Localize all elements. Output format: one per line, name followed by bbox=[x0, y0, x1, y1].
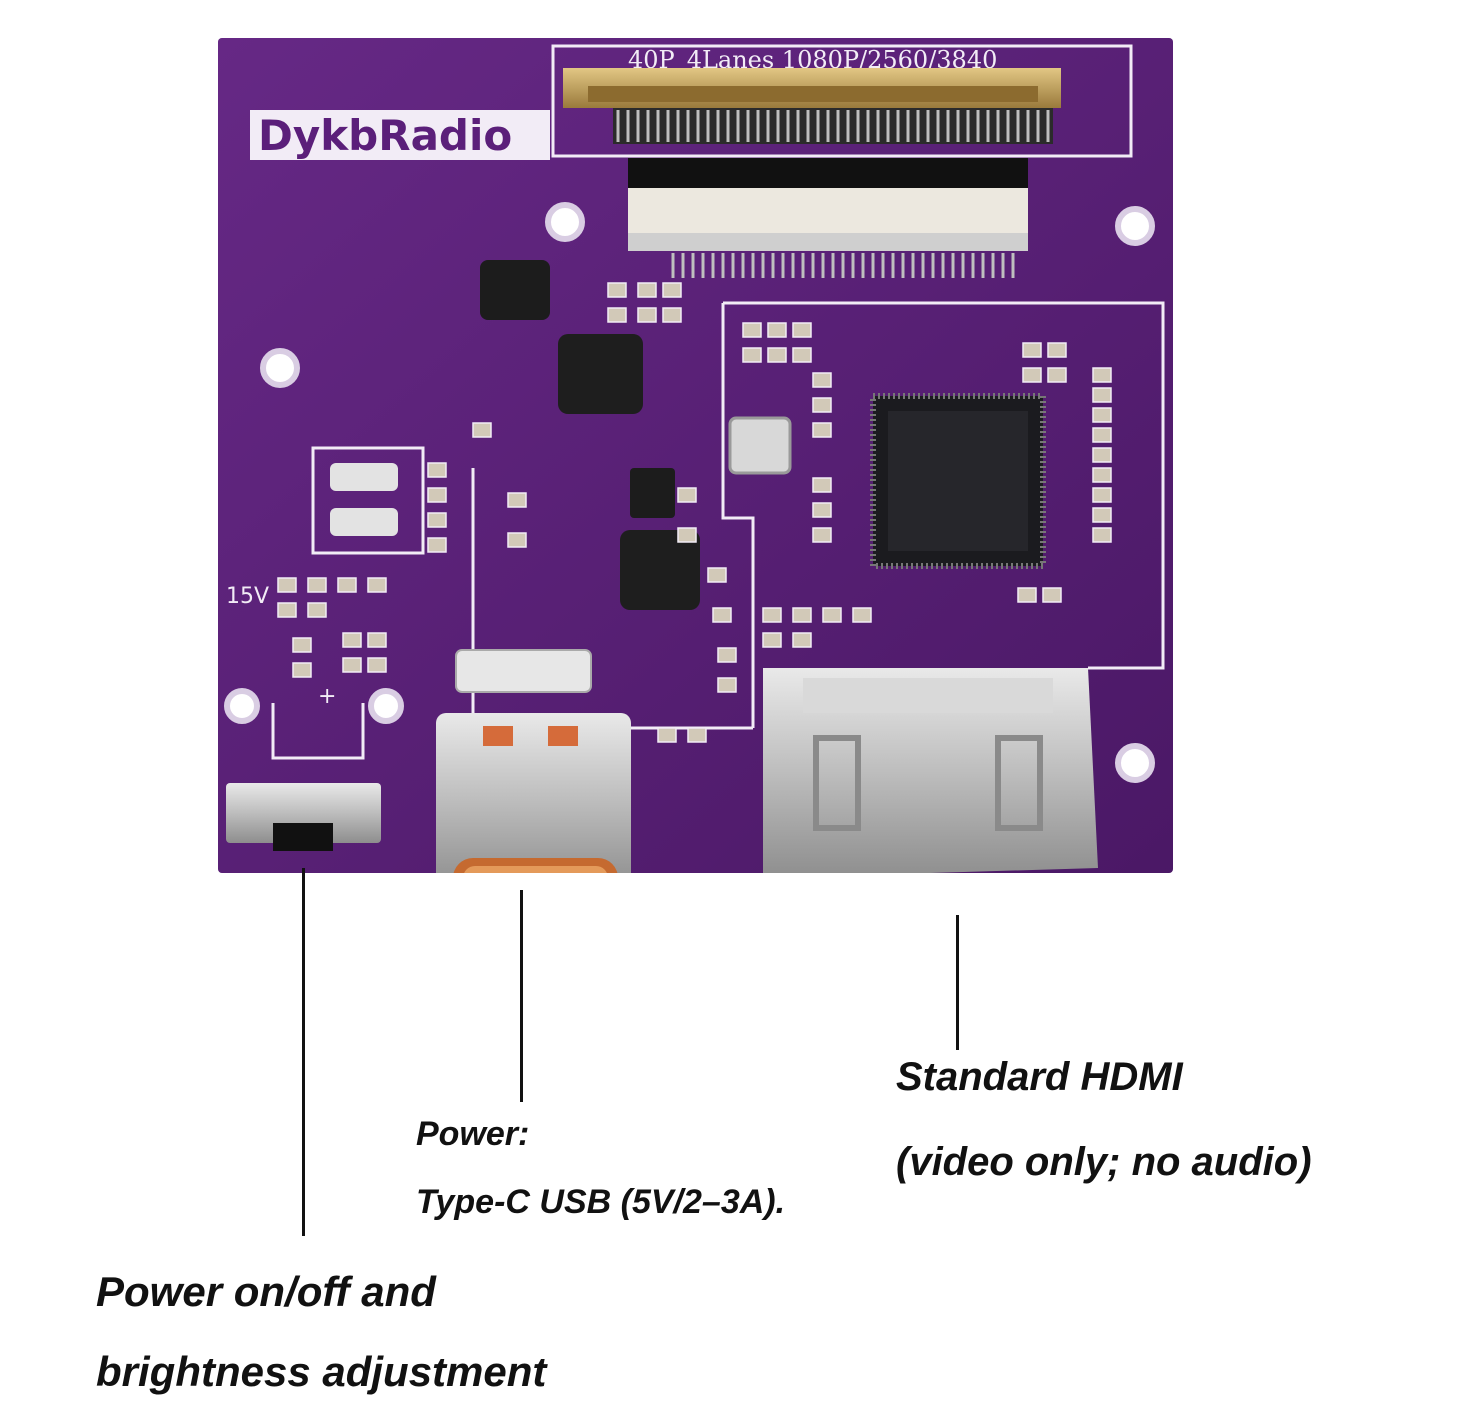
smd-component bbox=[472, 422, 492, 438]
smd-component bbox=[427, 537, 447, 553]
smd-component bbox=[1047, 342, 1067, 358]
smd-component bbox=[427, 462, 447, 478]
smd-component bbox=[762, 607, 782, 623]
smd-component bbox=[1092, 427, 1112, 443]
smd-component bbox=[852, 607, 872, 623]
smd-component bbox=[812, 422, 832, 438]
smd-component bbox=[1092, 527, 1112, 543]
inductors bbox=[480, 260, 700, 610]
smd-component bbox=[1092, 467, 1112, 483]
smd-component bbox=[427, 487, 447, 503]
smd-component bbox=[367, 577, 387, 593]
smd-component bbox=[812, 477, 832, 493]
smd-component bbox=[707, 567, 727, 583]
mounting-holes bbox=[224, 202, 1155, 783]
smd-component bbox=[792, 347, 812, 363]
usb-leader-line bbox=[520, 890, 523, 1102]
smd-component bbox=[812, 527, 832, 543]
smd-component bbox=[307, 602, 327, 618]
smd-component bbox=[677, 487, 697, 503]
smd-component bbox=[662, 307, 682, 323]
smd-component bbox=[767, 322, 787, 338]
smd-component bbox=[1047, 367, 1067, 383]
smd-component bbox=[307, 577, 327, 593]
smd-component bbox=[1092, 447, 1112, 463]
hdmi-label-line2: (video only; no audio) bbox=[896, 1140, 1312, 1184]
smd-parts bbox=[277, 282, 1112, 743]
smd-component bbox=[742, 347, 762, 363]
smd-component bbox=[1092, 387, 1112, 403]
smd-component bbox=[762, 632, 782, 648]
smd-component bbox=[792, 607, 812, 623]
smd-component bbox=[507, 492, 527, 508]
pad-a bbox=[330, 463, 398, 491]
smd-component bbox=[277, 602, 297, 618]
smd-component bbox=[507, 532, 527, 548]
fuse-block bbox=[455, 649, 592, 693]
smd-component bbox=[767, 347, 787, 363]
smd-component bbox=[677, 527, 697, 543]
smd-component bbox=[792, 632, 812, 648]
smd-component bbox=[607, 282, 627, 298]
smd-component bbox=[607, 307, 627, 323]
smd-component bbox=[367, 632, 387, 648]
crystal bbox=[728, 416, 792, 475]
smd-component bbox=[277, 577, 297, 593]
usb-c-port bbox=[436, 713, 631, 873]
smd-component bbox=[1092, 407, 1112, 423]
smd-component bbox=[712, 607, 732, 623]
pcb-illustration: DykbRadio 40P_4Lanes 1080P/2560/3840 bbox=[218, 38, 1173, 873]
smd-component bbox=[717, 647, 737, 663]
brand-label: DykbRadio bbox=[258, 111, 512, 160]
smd-component bbox=[342, 657, 362, 673]
usb-label-line2: Type-C USB (5V/2–3A). bbox=[416, 1183, 786, 1221]
smd-component bbox=[662, 282, 682, 298]
silk-plus: + bbox=[318, 684, 336, 709]
silk-15v: 15V bbox=[226, 584, 269, 609]
brand-label-box bbox=[250, 110, 550, 160]
smd-component bbox=[822, 607, 842, 623]
smd-component bbox=[1092, 507, 1112, 523]
smd-component bbox=[812, 397, 832, 413]
smd-component bbox=[742, 322, 762, 338]
smd-component bbox=[687, 727, 707, 743]
smd-component bbox=[1022, 342, 1042, 358]
smd-component bbox=[292, 637, 312, 653]
smd-component bbox=[812, 502, 832, 518]
pad-b bbox=[330, 508, 398, 536]
smd-component bbox=[1022, 367, 1042, 383]
usb-label-line1: Power: bbox=[416, 1115, 530, 1153]
smd-component bbox=[342, 632, 362, 648]
smd-component bbox=[292, 662, 312, 678]
smd-component bbox=[637, 282, 657, 298]
smd-component bbox=[337, 577, 357, 593]
hdmi-label-line1: Standard HDMI bbox=[896, 1055, 1183, 1099]
smd-component bbox=[637, 307, 657, 323]
main-ic bbox=[870, 393, 1046, 569]
pcb-board: DykbRadio 40P_4Lanes 1080P/2560/3840 bbox=[218, 38, 1173, 873]
switch-label-line1: Power on/off and bbox=[96, 1268, 436, 1315]
hdmi-port bbox=[763, 668, 1098, 873]
fpc-connector bbox=[563, 68, 1061, 278]
hdmi-leader-line bbox=[956, 915, 959, 1050]
smd-component bbox=[1042, 587, 1062, 603]
smd-component bbox=[657, 727, 677, 743]
slide-switch bbox=[226, 783, 381, 851]
smd-component bbox=[812, 372, 832, 388]
smd-component bbox=[367, 657, 387, 673]
smd-component bbox=[1092, 487, 1112, 503]
smd-component bbox=[427, 512, 447, 528]
smd-component bbox=[1017, 587, 1037, 603]
connector-silk-outline bbox=[551, 44, 1133, 158]
smd-component bbox=[792, 322, 812, 338]
switch-label-line2: brightness adjustment bbox=[96, 1348, 547, 1395]
switch-leader-line bbox=[302, 868, 305, 1236]
smd-component bbox=[717, 677, 737, 693]
smd-component bbox=[1092, 367, 1112, 383]
